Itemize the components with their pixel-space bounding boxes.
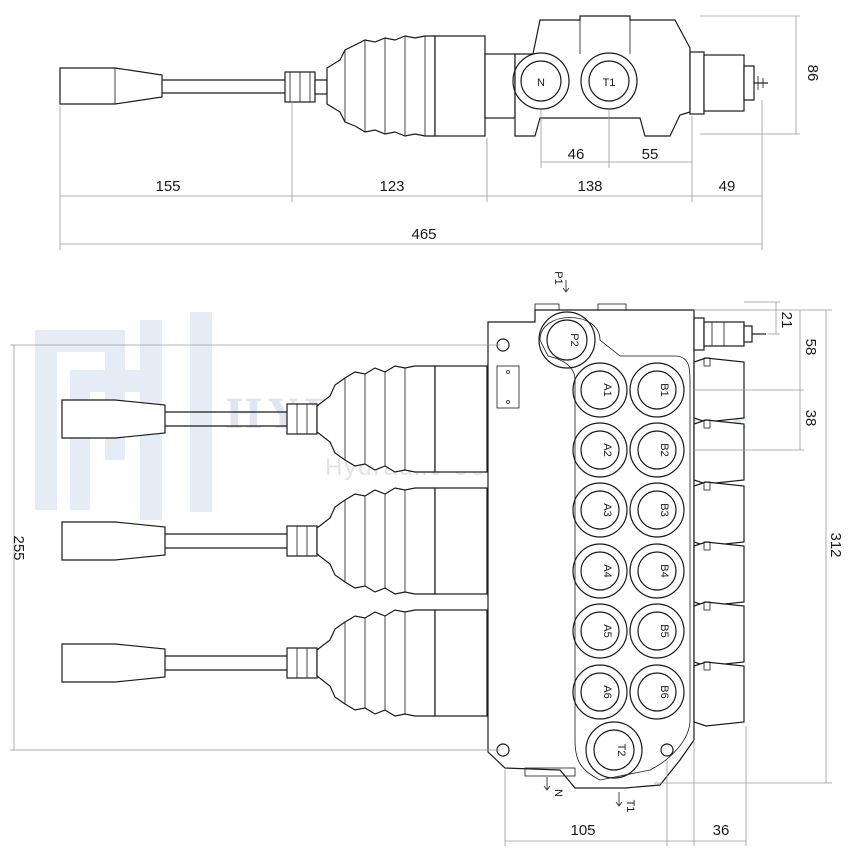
- port-b4: B4: [658, 564, 670, 577]
- dim-49: 49: [719, 178, 736, 195]
- top-dimensions: 155 123 138 49 465 46 55 86: [59, 15, 821, 250]
- port-b6: B6: [658, 685, 670, 698]
- a-ports: A1 A2 A3 A4 A5 A6: [572, 362, 628, 720]
- dim-465: 465: [411, 226, 436, 243]
- bottom-valve-body: P2 T2 A1 A2 A3 A4 A5 A6: [487, 303, 695, 789]
- port-a1: A1: [601, 383, 613, 396]
- port-b1: B1: [658, 383, 670, 396]
- port-a2: A2: [601, 443, 613, 456]
- port-a6: A6: [601, 685, 613, 698]
- spool-caps: [693, 317, 766, 727]
- label-n-bottom: N: [552, 789, 564, 797]
- dim-36: 36: [713, 822, 730, 839]
- port-a5: A5: [601, 624, 613, 637]
- bottom-dimensions: 255 312 21 58 38 105 36: [10, 301, 844, 846]
- dim-155: 155: [155, 178, 180, 195]
- top-view: N T1 155 123 138 49: [59, 15, 821, 250]
- port-t1-top: T1: [603, 77, 616, 89]
- label-t1-bottom: T1: [624, 800, 636, 813]
- dim-138: 138: [577, 178, 602, 195]
- top-valve-body: N T1: [512, 15, 768, 137]
- dim-123: 123: [379, 178, 404, 195]
- dim-55: 55: [642, 146, 659, 163]
- lever-assembly-1: [61, 365, 488, 473]
- port-a4: A4: [601, 564, 613, 577]
- top-boot: [326, 35, 516, 137]
- port-b2: B2: [658, 443, 670, 456]
- port-p2: P2: [568, 333, 580, 346]
- port-n-top: N: [537, 77, 545, 89]
- port-t2: T2: [615, 744, 627, 757]
- top-handle: [59, 67, 328, 105]
- port-b3: B3: [658, 503, 670, 516]
- port-a3: A3: [601, 503, 613, 516]
- lever-assembly-3: [61, 609, 488, 717]
- label-p1: P1: [552, 271, 564, 284]
- dim-86: 86: [804, 65, 821, 82]
- dim-312: 312: [827, 532, 844, 557]
- lever-assembly-2: [61, 487, 488, 595]
- flow-labels: P1 N T1: [543, 271, 636, 813]
- port-b5: B5: [658, 624, 670, 637]
- bottom-view: P2 T2 A1 A2 A3 A4 A5 A6: [10, 271, 844, 846]
- dim-46: 46: [568, 146, 585, 163]
- b-ports: B1 B2 B3 B4 B5 B6: [629, 362, 685, 720]
- dim-38: 38: [802, 410, 819, 427]
- dim-255: 255: [10, 535, 27, 560]
- dim-21: 21: [778, 312, 795, 329]
- dim-58: 58: [802, 339, 819, 356]
- dim-105: 105: [570, 822, 595, 839]
